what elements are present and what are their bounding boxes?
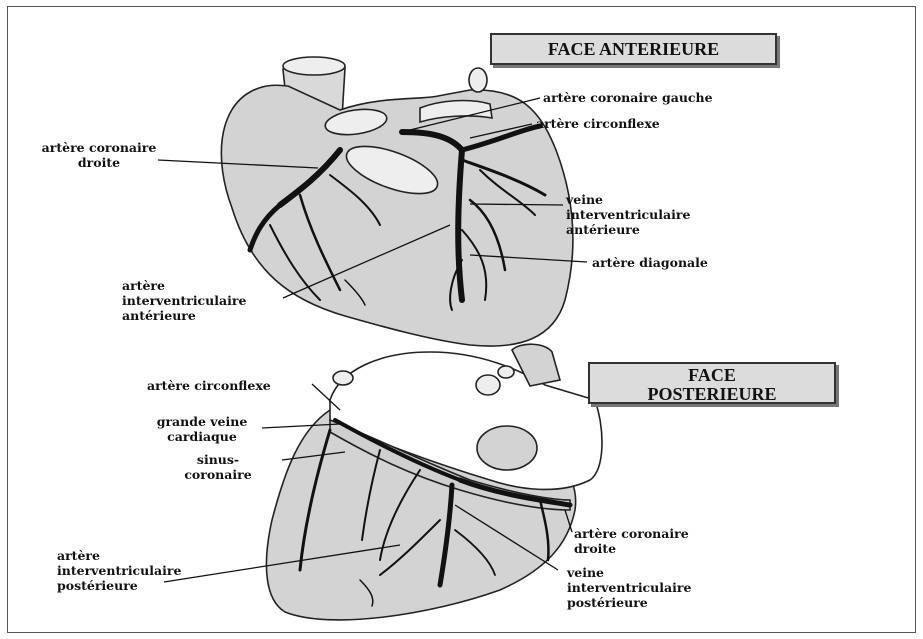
label-post-grande-veine: grande veine cardiaque bbox=[140, 414, 264, 444]
posterior-title: FACE POSTERIEURE bbox=[588, 362, 836, 404]
anterior-heart-body bbox=[221, 85, 573, 346]
anterior-title: FACE ANTERIEURE bbox=[490, 33, 777, 65]
label-ant-diagonale: artère diagonale bbox=[592, 255, 708, 270]
posterior-heart bbox=[266, 344, 602, 620]
label-ant-veine-iv: veine interventriculaire antérieure bbox=[566, 192, 690, 237]
label-post-sinus: sinus- coronaire bbox=[150, 452, 286, 482]
label-ant-artere-iv: artère interventriculaire antérieure bbox=[122, 278, 246, 323]
anterior-heart bbox=[221, 57, 573, 346]
label-post-circonflexe: artère circonflexe bbox=[147, 378, 271, 393]
label-ant-circonflexe: artère circonflexe bbox=[536, 116, 660, 131]
label-ant-coronaire-gauche: artère coronaire gauche bbox=[543, 90, 713, 105]
label-post-coronaire-droite: artère coronaire droite bbox=[574, 526, 689, 556]
posterior-vena-ring bbox=[477, 426, 537, 470]
label-post-artere-iv: artère interventriculaire postérieure bbox=[57, 548, 181, 593]
label-ant-coronaire-droite: artère coronaire droite bbox=[34, 140, 164, 170]
label-post-veine-iv: veine interventriculaire postérieure bbox=[567, 565, 691, 610]
